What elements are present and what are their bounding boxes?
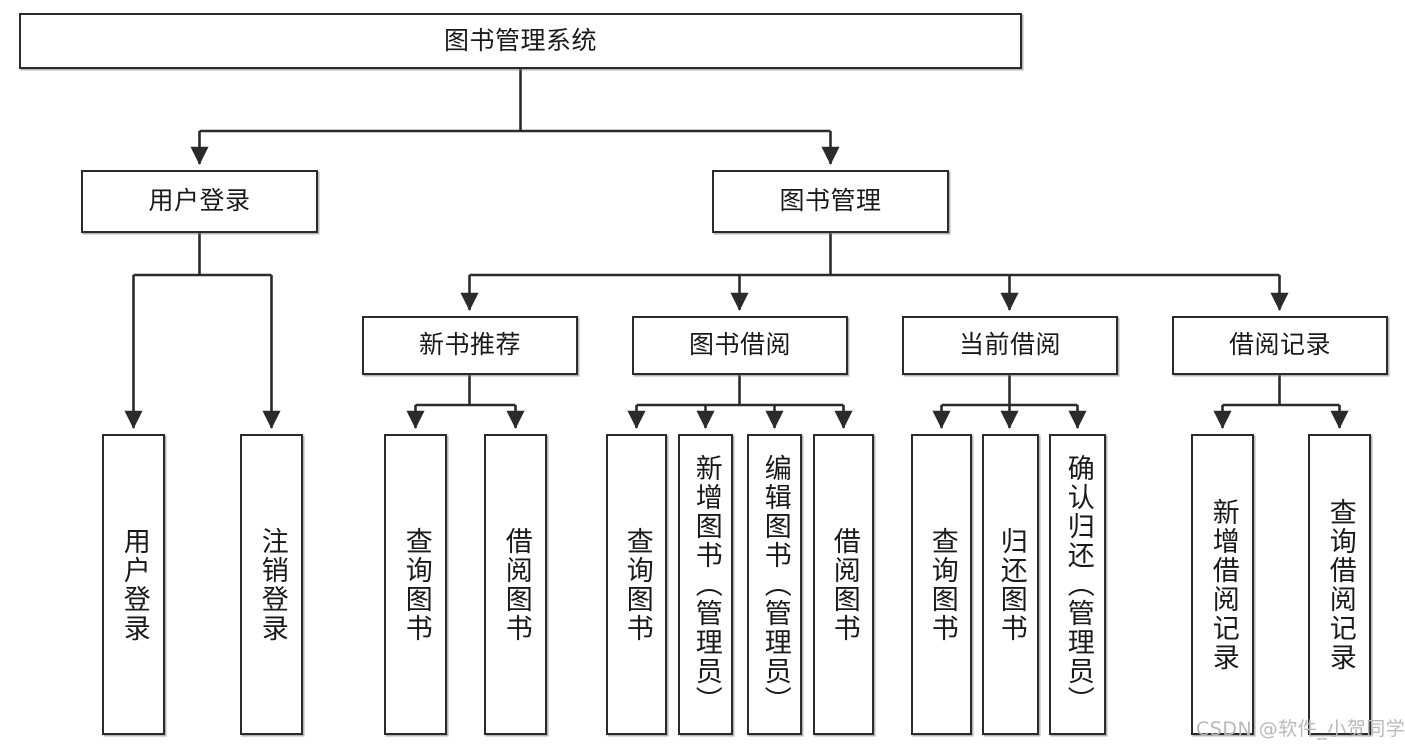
leaf-new-book-borrow[interactable]: 借阅图书 xyxy=(484,434,547,735)
node-label: 归还图书 xyxy=(995,526,1027,643)
node-label: 查询借阅记录 xyxy=(1324,497,1356,672)
node-label: 借阅图书 xyxy=(828,526,860,643)
node-new-book-recommend[interactable]: 新书推荐 xyxy=(362,316,578,375)
node-label: 查询图书 xyxy=(621,526,653,643)
node-current-borrow[interactable]: 当前借阅 xyxy=(902,316,1118,375)
watermark-text: CSDN @软件_小贺同学 xyxy=(1196,718,1405,740)
leaf-user-login-signout[interactable]: 注销登录 xyxy=(240,434,303,735)
node-label: 注销登录 xyxy=(256,526,288,643)
leaf-current-borrow-query[interactable]: 查询图书 xyxy=(911,434,972,735)
node-label: 新书推荐 xyxy=(418,330,521,360)
leaf-new-book-query[interactable]: 查询图书 xyxy=(384,434,447,735)
node-label: 新增借阅记录 xyxy=(1207,497,1239,672)
leaf-borrow-record-add[interactable]: 新增借阅记录 xyxy=(1191,434,1254,735)
node-label: 查询图书 xyxy=(926,526,958,643)
node-label: 编辑图书（管理员） xyxy=(759,454,791,715)
node-label: 借阅记录 xyxy=(1228,330,1331,360)
node-root-book-management-system[interactable]: 图书管理系统 xyxy=(19,13,1022,69)
leaf-book-borrow-query[interactable]: 查询图书 xyxy=(606,434,667,735)
node-book-management[interactable]: 图书管理 xyxy=(712,170,949,233)
node-label: 新增图书（管理员） xyxy=(690,454,722,715)
leaf-current-borrow-return[interactable]: 归还图书 xyxy=(982,434,1039,735)
node-borrow-record[interactable]: 借阅记录 xyxy=(1172,316,1388,375)
node-label: 用户登录 xyxy=(118,526,150,643)
node-user-login[interactable]: 用户登录 xyxy=(81,170,318,233)
leaf-book-borrow-borrow[interactable]: 借阅图书 xyxy=(813,434,874,735)
leaf-book-borrow-add-admin[interactable]: 新增图书（管理员） xyxy=(678,434,733,735)
node-label: 借阅图书 xyxy=(500,526,532,643)
node-label: 图书管理系统 xyxy=(443,25,597,55)
leaf-current-borrow-confirm-admin[interactable]: 确认归还（管理员） xyxy=(1049,434,1106,735)
node-label: 图书借阅 xyxy=(688,330,791,360)
leaf-borrow-record-query[interactable]: 查询借阅记录 xyxy=(1308,434,1371,735)
leaf-book-borrow-edit-admin[interactable]: 编辑图书（管理员） xyxy=(747,434,802,735)
node-label: 当前借阅 xyxy=(958,330,1061,360)
node-book-borrow[interactable]: 图书借阅 xyxy=(632,316,848,375)
node-label: 确认归还（管理员） xyxy=(1062,454,1094,715)
leaf-user-login-signin[interactable]: 用户登录 xyxy=(102,434,165,735)
node-label: 查询图书 xyxy=(400,526,432,643)
node-label: 用户登录 xyxy=(148,186,251,216)
node-label: 图书管理 xyxy=(779,186,882,216)
